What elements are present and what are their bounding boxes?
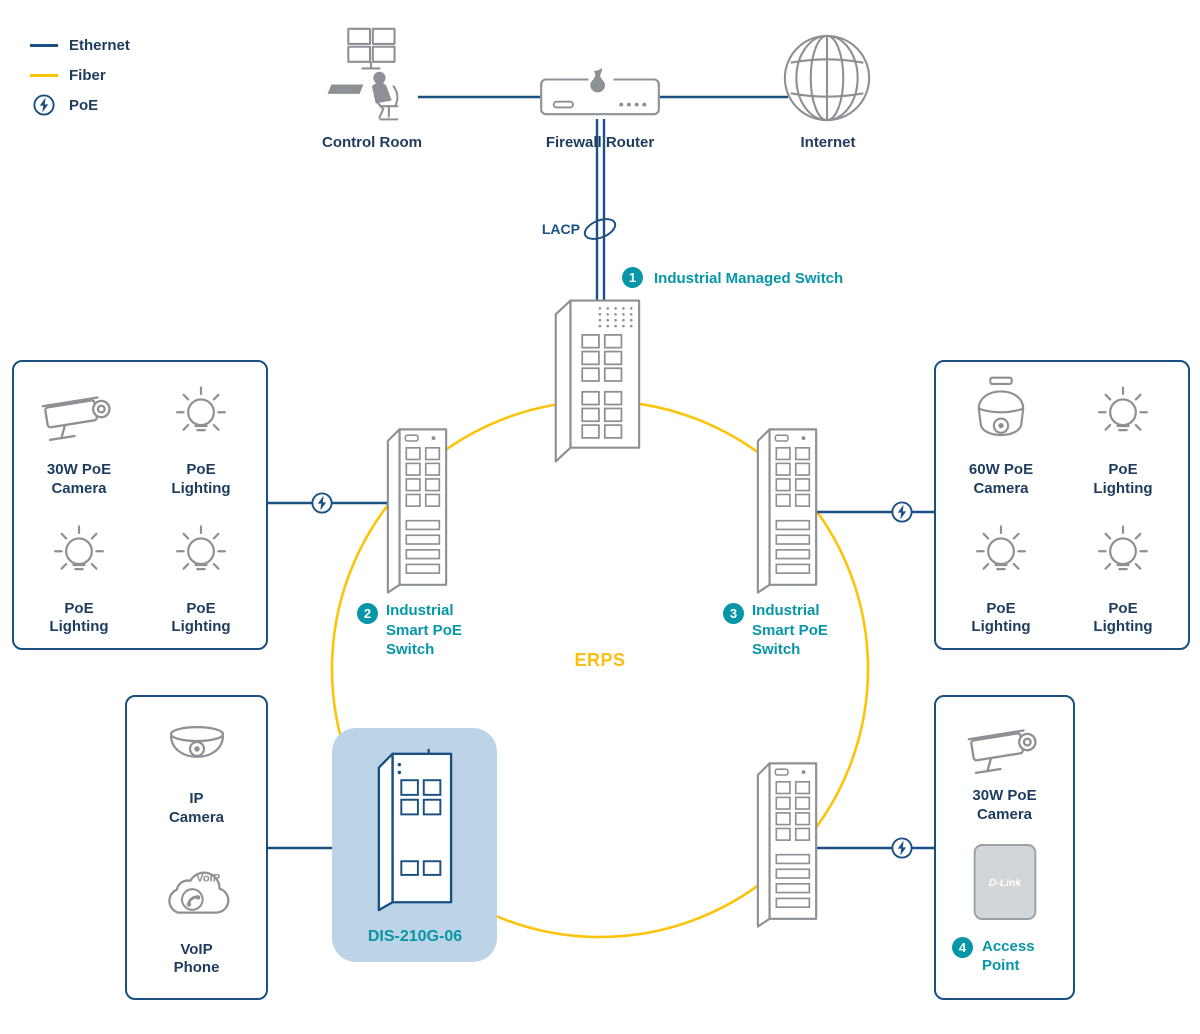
right-device-group-box: 60W PoE Camera PoE Lig [934, 360, 1190, 650]
legend-row-poe: PoE [30, 94, 130, 116]
bullet-camera-icon [35, 376, 123, 454]
device-label: 30W PoE Camera [46, 461, 112, 497]
access-point-label: Access Point [982, 937, 1035, 975]
bullet-camera-icon [961, 715, 1049, 781]
poe-lighting-cell: PoE Lighting [1062, 376, 1184, 499]
device-label: PoE Lighting [971, 599, 1031, 636]
ptz-dome-camera-icon [966, 376, 1036, 454]
device-label: PoE Lighting [49, 599, 109, 636]
access-point-icon: D-Link [968, 837, 1042, 927]
poe-lighting-cell: PoE Lighting [140, 515, 262, 638]
poe-camera-60w-cell: 60W PoE Camera [940, 376, 1062, 499]
poe-icon [30, 94, 58, 116]
internet-label: Internet [800, 134, 856, 151]
switch3-label: Industrial Smart PoE Switch [752, 602, 828, 658]
firewall-router-icon [538, 66, 662, 120]
flame-icon [590, 67, 606, 93]
switch2-number-badge: 2 [357, 603, 378, 624]
voip-phone-label: VoIP Phone [173, 940, 220, 977]
poe-icon [311, 492, 333, 514]
left-device-group-box: 30W PoE Camera PoE Lig [12, 360, 268, 650]
device-label: 60W PoE Camera [968, 461, 1034, 497]
poe-lighting-cell: PoE Lighting [1062, 515, 1184, 638]
ip-camera-label: IP Camera [168, 790, 225, 826]
ethernet-lines [268, 95, 934, 850]
device-label: PoE Lighting [1093, 599, 1153, 636]
bottom-left-device-group-box: IP Camera VoIP VoIP Phone [125, 695, 268, 1000]
legend-row-ethernet: Ethernet [30, 34, 130, 56]
bottom-right-device-group-box: 30W PoE Camera D-Link 4 Access Point [934, 695, 1075, 1000]
legend-fiber-label: Fiber [69, 66, 106, 84]
internet-globe-icon [782, 33, 872, 123]
switch1-number-badge: 1 [622, 267, 643, 288]
light-bulb-icon [968, 515, 1034, 593]
legend-row-fiber: Fiber [30, 64, 130, 86]
lacp-label: LACP [541, 221, 580, 237]
access-point-caption: 4 Access Point [936, 936, 1035, 976]
light-bulb-icon [46, 515, 112, 593]
device-label: PoE Lighting [171, 599, 231, 636]
voip-cloud-text: VoIP [196, 872, 221, 884]
lacp-aggregation-ellipse [583, 218, 617, 240]
control-room-icon [320, 26, 420, 126]
legend: Ethernet Fiber PoE [30, 34, 130, 116]
light-bulb-icon [168, 376, 234, 454]
firewall-router-label: Firewall Router [545, 134, 655, 151]
poe-lighting-cell: PoE Lighting [140, 376, 262, 499]
light-bulb-icon [1090, 376, 1156, 454]
poe-camera-30w-label: 30W PoE Camera [972, 787, 1037, 823]
poe-lighting-cell: PoE Lighting [940, 515, 1062, 638]
poe-lighting-cell: PoE Lighting [18, 515, 140, 638]
device-label: PoE Lighting [171, 461, 231, 497]
dis-210g-06-label: DIS-210G-06 [367, 928, 463, 945]
control-room-label: Control Room [322, 134, 422, 151]
industrial-switch-bottom-icon [753, 760, 821, 928]
poe-camera-30w-cell: 30W PoE Camera [18, 376, 140, 499]
voip-cloud-icon: VoIP [153, 850, 241, 934]
industrial-smart-poe-switch2-icon [383, 426, 451, 594]
ethernet-line-swatch [30, 43, 58, 47]
erps-label: ERPS [574, 650, 626, 670]
dome-camera-icon [158, 713, 236, 783]
switch3-number-badge: 3 [723, 603, 744, 624]
switch1-label: Industrial Managed Switch [654, 270, 844, 287]
fiber-line-swatch [30, 73, 58, 77]
device-label: PoE Lighting [1093, 461, 1153, 497]
poe-icon [891, 837, 913, 859]
poe-icon [891, 501, 913, 523]
industrial-smart-poe-switch3-icon [753, 426, 821, 594]
dis-210g-06-switch-icon [372, 748, 456, 912]
light-bulb-icon [1090, 515, 1156, 593]
access-point-number-badge: 4 [952, 936, 973, 958]
legend-ethernet-label: Ethernet [69, 36, 130, 54]
industrial-managed-switch-icon [543, 297, 645, 465]
light-bulb-icon [168, 515, 234, 593]
switch2-label: Industrial Smart PoE Switch [386, 602, 462, 658]
legend-poe-label: PoE [69, 96, 99, 114]
dlink-brand-text: D-Link [988, 877, 1022, 888]
